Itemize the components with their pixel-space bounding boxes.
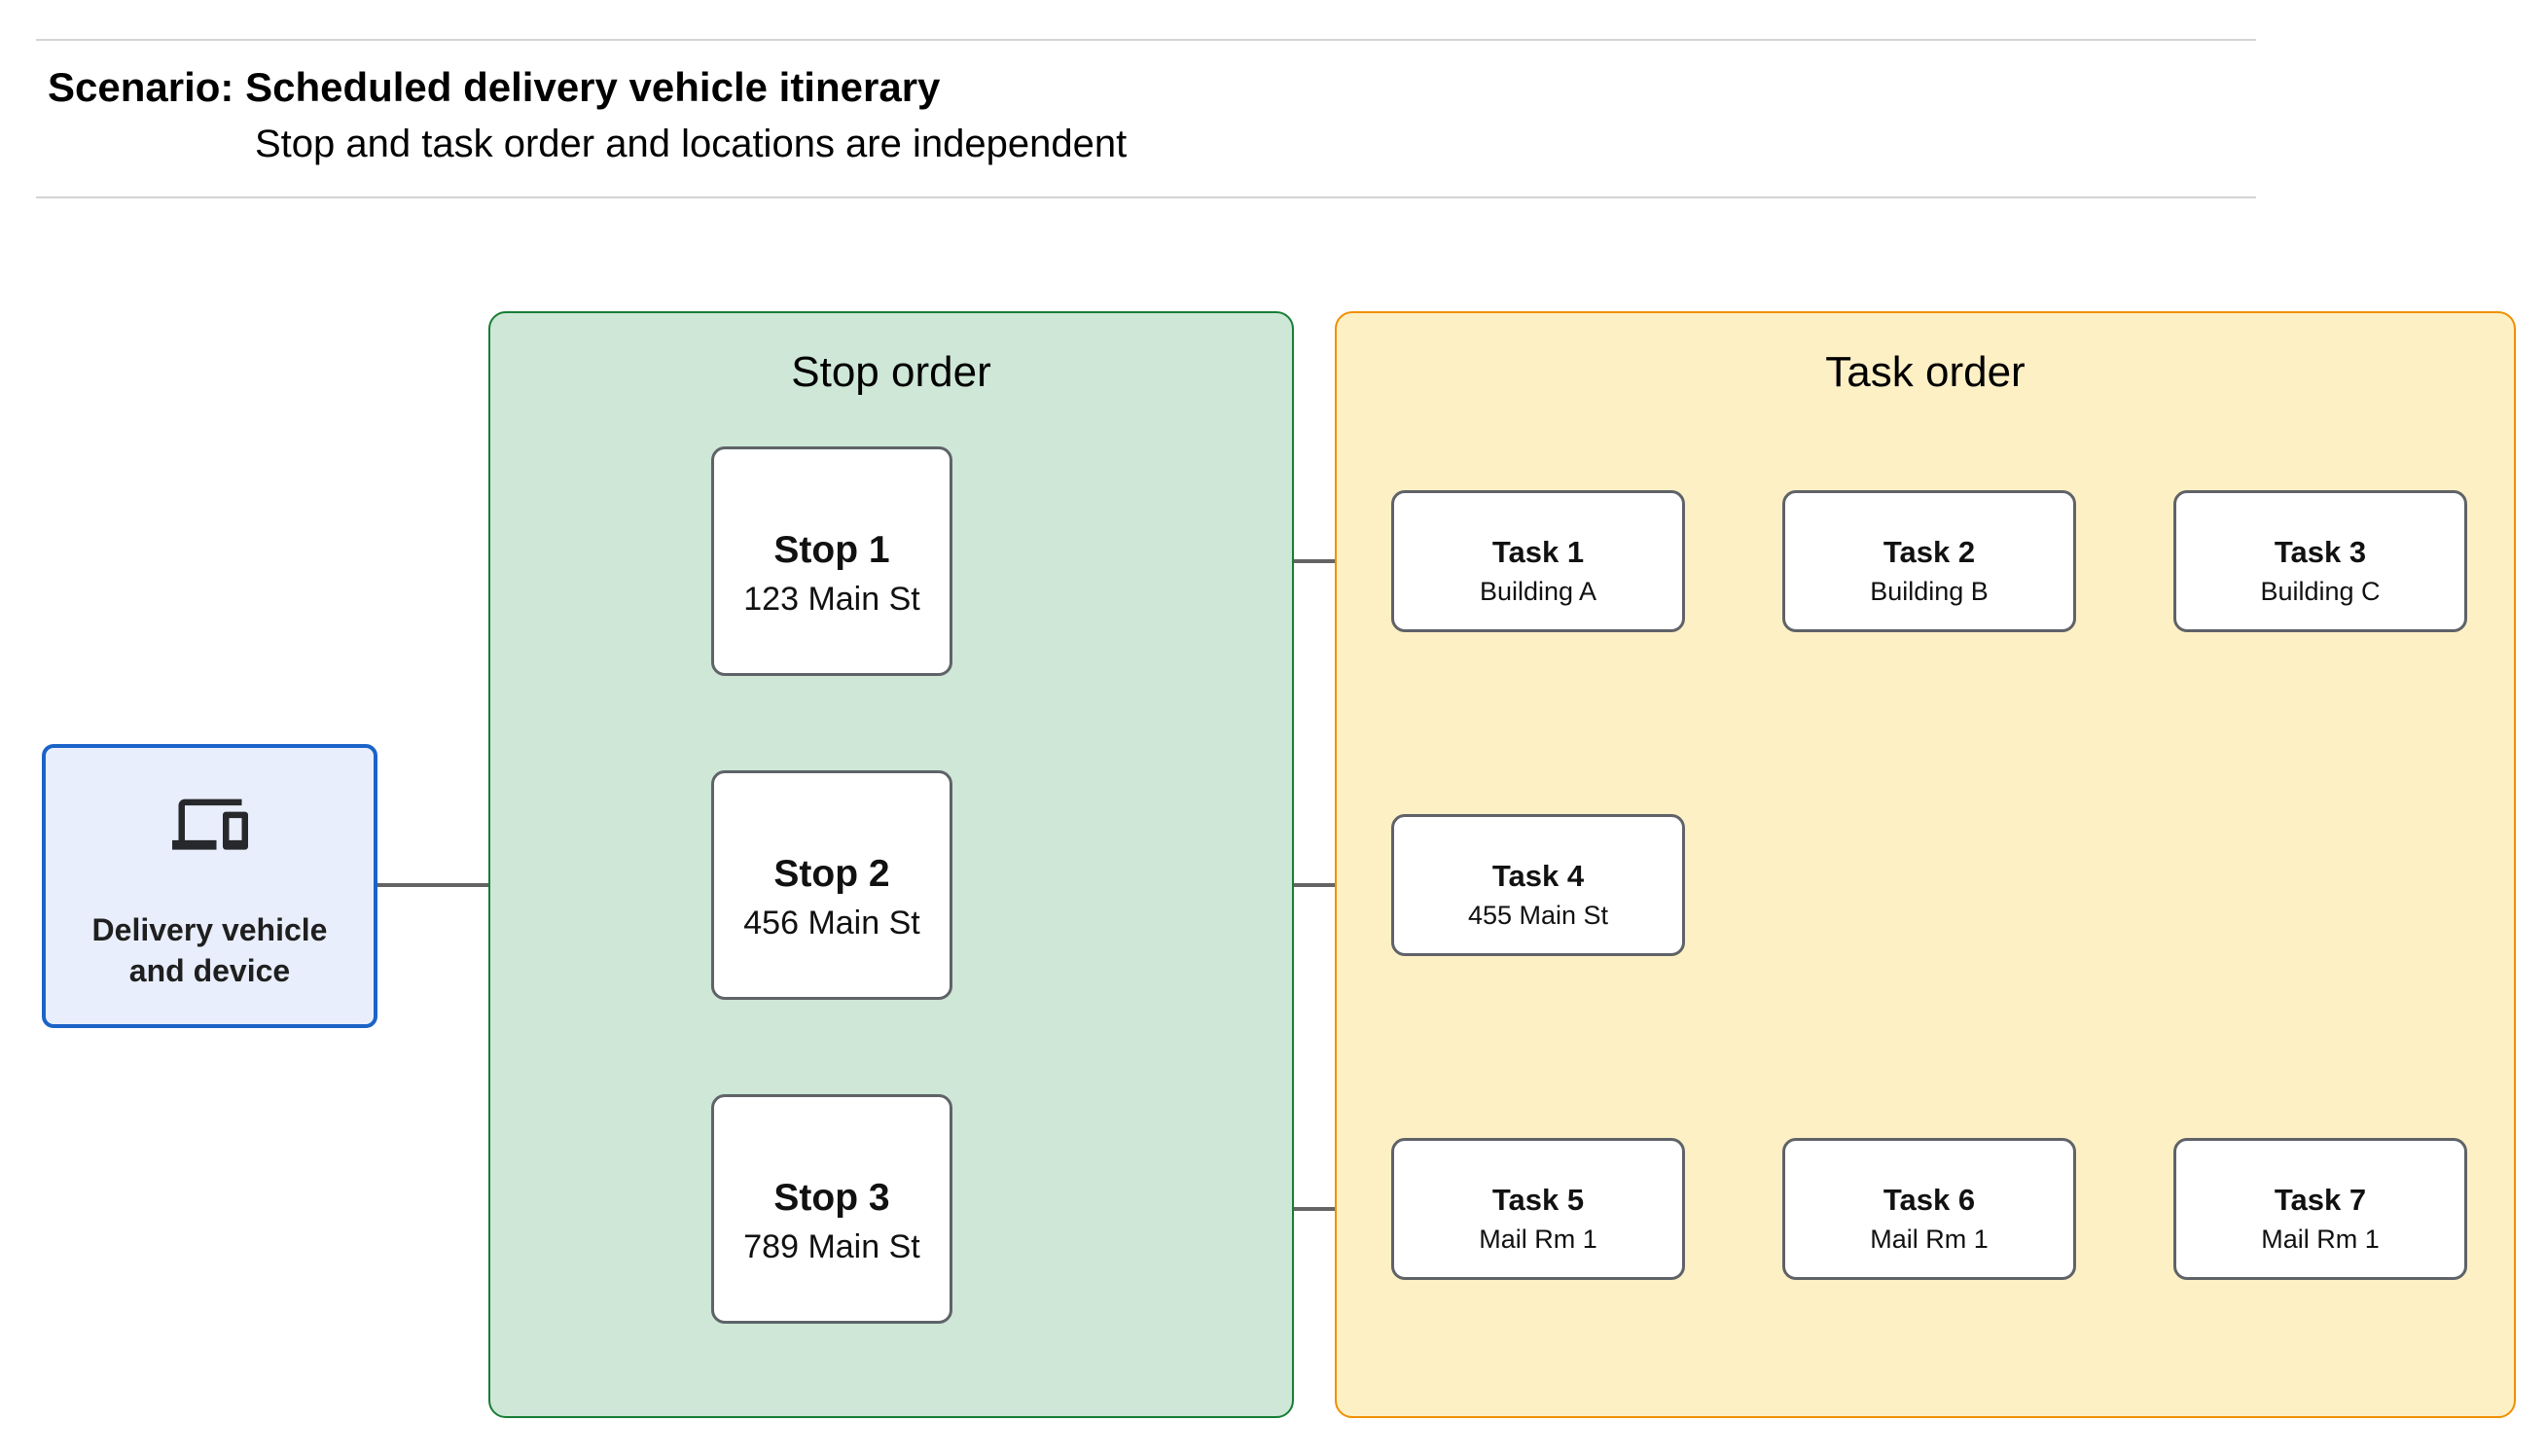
task-5-label: Task 5 xyxy=(1491,1183,1585,1217)
task-3-node: Task 3 Building C xyxy=(2173,490,2467,632)
task-4-location: 455 Main St xyxy=(1467,901,1609,930)
devices-icon xyxy=(171,799,248,850)
delivery-node-label-line2: and device xyxy=(128,952,291,988)
stop-3-address: 789 Main St xyxy=(743,1228,920,1265)
task-1-label: Task 1 xyxy=(1491,535,1585,569)
task-4-node: Task 4 455 Main St xyxy=(1391,814,1685,956)
task-7-label: Task 7 xyxy=(2274,1183,2367,1217)
task-2-location: Building B xyxy=(1870,577,1989,606)
stop-1-label: Stop 1 xyxy=(773,529,890,571)
stop-1-node: Stop 1 123 Main St xyxy=(711,446,952,676)
task-7-node: Task 7 Mail Rm 1 xyxy=(2173,1138,2467,1280)
task-1-node: Task 1 Building A xyxy=(1391,490,1685,632)
stop-3-node: Stop 3 789 Main St xyxy=(711,1094,952,1324)
delivery-vehicle-node: Delivery vehicle and device xyxy=(42,744,377,1028)
delivery-node-label: Delivery vehicle and device xyxy=(92,909,328,991)
stop-2-address: 456 Main St xyxy=(743,905,920,941)
task-6-location: Mail Rm 1 xyxy=(1870,1225,1989,1254)
task-5-node: Task 5 Mail Rm 1 xyxy=(1391,1138,1685,1280)
stop-3-label: Stop 3 xyxy=(773,1177,890,1219)
header-divider-bottom xyxy=(36,196,2256,198)
task-3-location: Building C xyxy=(2260,577,2381,606)
task-6-node: Task 6 Mail Rm 1 xyxy=(1782,1138,2076,1280)
task-6-label: Task 6 xyxy=(1883,1183,1976,1217)
stop-1-address: 123 Main St xyxy=(743,581,920,618)
task-7-location: Mail Rm 1 xyxy=(2261,1225,2380,1254)
task-4-label: Task 4 xyxy=(1491,859,1585,893)
task-5-location: Mail Rm 1 xyxy=(1479,1225,1597,1254)
task-order-panel-title: Task order xyxy=(1825,348,2026,396)
task-2-node: Task 2 Building B xyxy=(1782,490,2076,632)
stop-2-label: Stop 2 xyxy=(773,853,890,895)
stop-2-node: Stop 2 456 Main St xyxy=(711,770,952,1000)
delivery-node-label-line1: Delivery vehicle xyxy=(91,911,328,947)
page-title: Scenario: Scheduled delivery vehicle iti… xyxy=(48,64,941,110)
task-1-location: Building A xyxy=(1479,577,1597,606)
page-subtitle: Stop and task order and locations are in… xyxy=(255,123,1128,165)
task-3-label: Task 3 xyxy=(2274,535,2367,569)
stop-order-panel-title: Stop order xyxy=(791,348,991,396)
task-2-label: Task 2 xyxy=(1883,535,1976,569)
header-divider-top xyxy=(36,39,2256,41)
